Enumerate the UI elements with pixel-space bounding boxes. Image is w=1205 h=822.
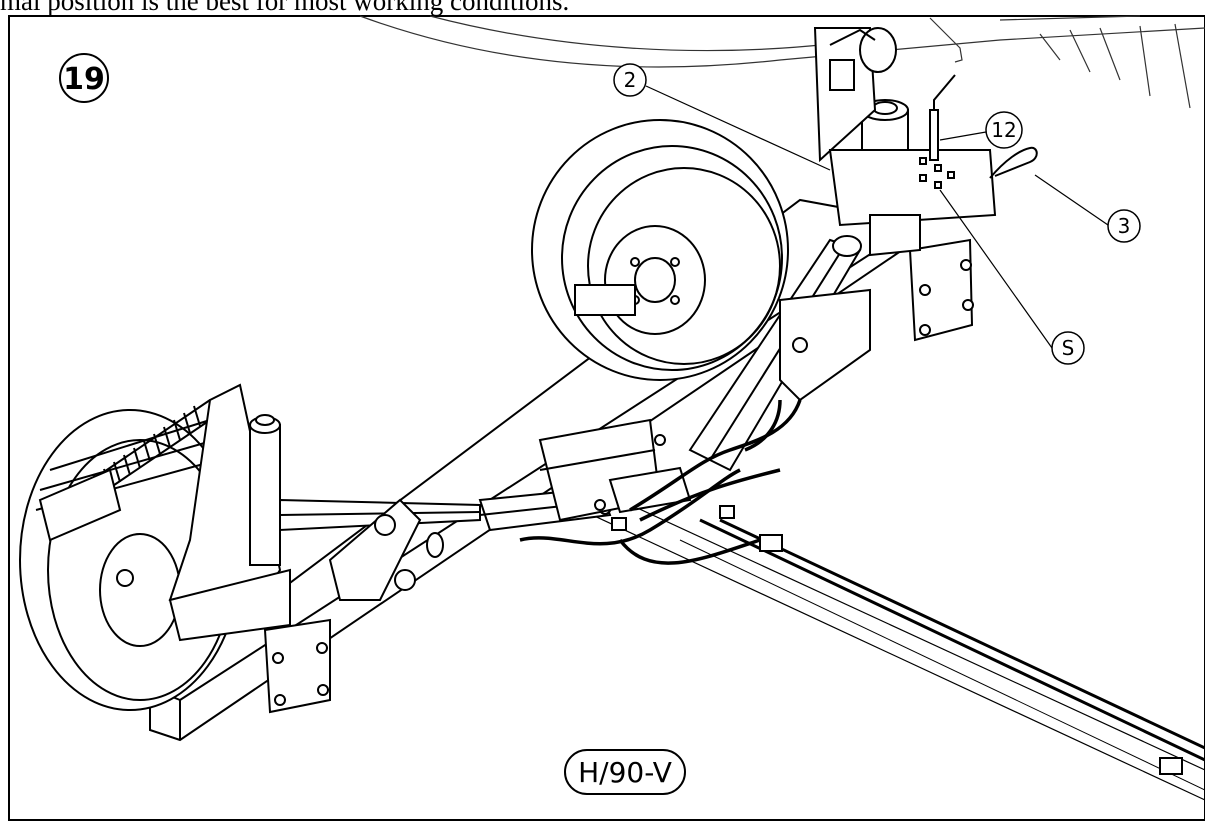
left-arm [279,498,481,532]
callout-12: 12 [985,111,1023,149]
hose-couplers [611,505,1183,775]
left-wheel-bracket [38,383,291,642]
mid-bracket [328,498,444,601]
callout-3-label: 3 [1118,214,1131,238]
callout-s: S [1051,331,1085,365]
callout-12-label: 12 [991,118,1016,142]
figure-number: 19 [59,53,109,103]
callout-leaders [645,85,1109,349]
figure-frame [8,15,1205,821]
figure-number-label: 19 [63,62,105,97]
center-clamp [538,418,692,522]
guide-rail [559,499,1205,801]
clip-part-3 [989,146,1038,179]
callout-s-label: S [1062,336,1075,360]
left-clamp-plate [263,618,331,714]
callout-2: 2 [613,63,647,97]
machine-top-outline [359,15,1205,109]
right-wheel [531,119,789,381]
model-label: H/90-V [564,749,686,795]
hydraulic-hoses [519,399,802,565]
callout-2-label: 2 [624,68,637,92]
callout-3: 3 [1107,209,1141,243]
page-header-text: mal position is the best for most workin… [0,0,570,16]
right-pivot-column [813,27,997,257]
pin-part-12 [929,74,956,161]
right-clamp-plate [779,238,974,402]
model-label-text: H/90-V [578,756,672,789]
